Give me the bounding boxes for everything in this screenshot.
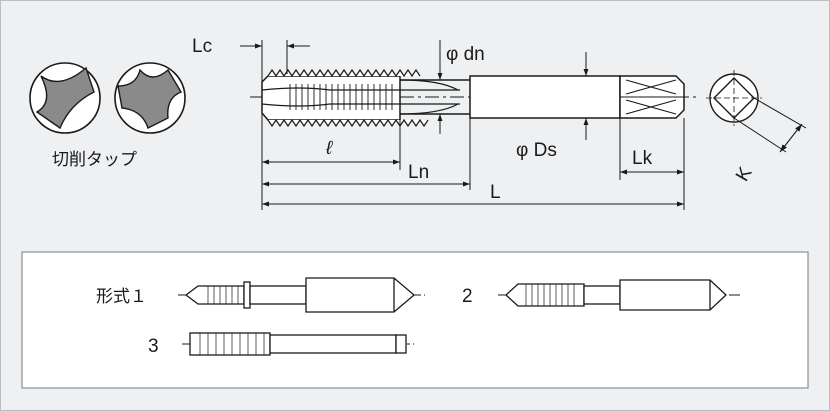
type-2-label: 2 <box>462 286 473 307</box>
label-ln: Ln <box>408 162 429 183</box>
label-phi-ds: φ Ds <box>516 140 557 161</box>
tap-body <box>250 68 700 128</box>
label-lc: Lc <box>192 36 212 57</box>
label-l: L <box>490 182 501 203</box>
cross-section-icon-right <box>114 62 186 134</box>
type-3-label: 3 <box>148 336 159 357</box>
label-lk: Lk <box>632 148 653 169</box>
square-end-view <box>706 70 807 153</box>
types-panel <box>21 251 809 389</box>
type-2-tap <box>498 279 740 311</box>
label-phi-dn: φ dn <box>446 44 485 65</box>
type-1-tap <box>178 277 425 313</box>
label-ell: ℓ <box>325 138 333 159</box>
type-1-label: 形式１ <box>96 287 147 307</box>
dimension-lines <box>240 40 685 210</box>
cross-section-caption: 切削タップ <box>52 150 137 170</box>
type-3-tap <box>182 332 414 356</box>
cross-section-icon-left <box>29 62 101 134</box>
label-k: K <box>732 163 757 185</box>
